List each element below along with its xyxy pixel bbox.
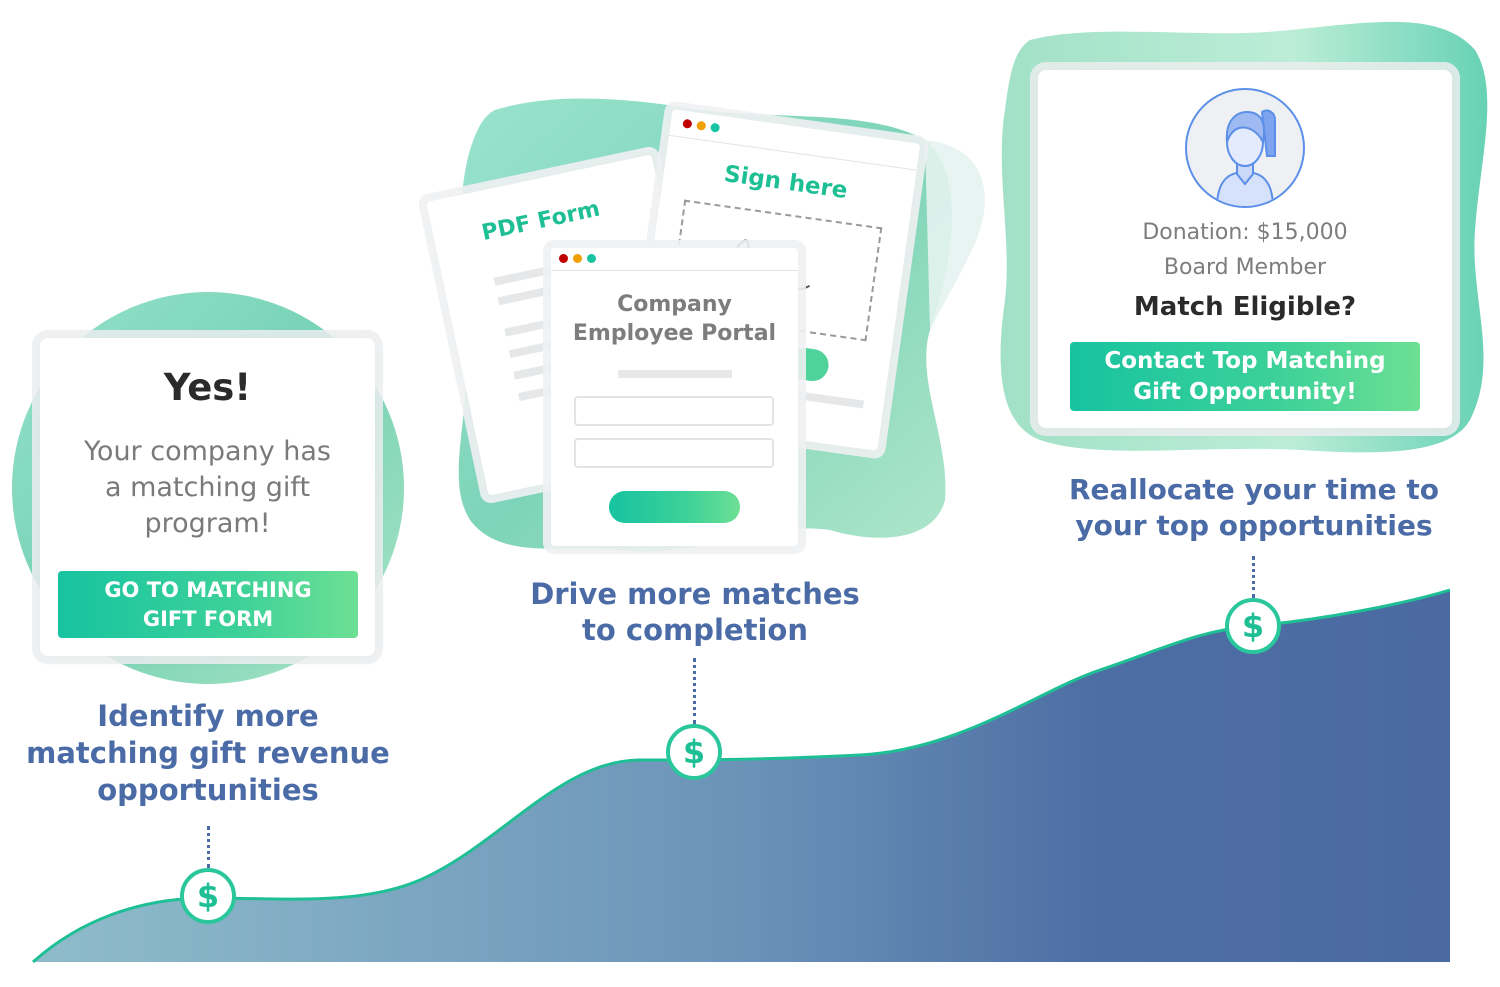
portal-subtitle-bar (618, 370, 732, 378)
portal-title: Company Employee Portal (572, 292, 777, 346)
match-eligible-question: Match Eligible? (1133, 292, 1357, 322)
result-heading: Yes! (163, 366, 252, 409)
password-input[interactable] (574, 438, 774, 468)
window-controls (559, 254, 596, 263)
stage1-caption: Identify more matching gift revenue oppo… (26, 699, 390, 807)
donation-amount: Donation: $15,000 (1142, 220, 1348, 245)
growth-area (33, 590, 1450, 962)
result-message: Your company has a matching gift program… (84, 436, 331, 539)
text-line (793, 390, 865, 409)
pdf-form-title: PDF Form (479, 196, 603, 247)
employee-portal-window: Company Employee Portal (551, 248, 798, 546)
close-dot (682, 118, 693, 129)
dollar-icon: $ (666, 724, 722, 780)
titlebar-divider (669, 134, 917, 171)
titlebar-divider (551, 270, 798, 271)
dollar-icon: $ (1225, 598, 1281, 654)
donor-profile-card: Donation: $15,000 Board Member Match Eli… (1038, 70, 1452, 428)
stage3-caption: Reallocate your time to your top opportu… (1069, 473, 1439, 542)
person-avatar-icon (1185, 88, 1305, 208)
contact-top-opportunity-button[interactable]: Contact Top Matching Gift Opportunity! (1070, 342, 1420, 411)
username-input[interactable] (574, 396, 774, 426)
sign-here-title: Sign here (722, 161, 850, 205)
donor-role: Board Member (1163, 255, 1327, 280)
matching-gift-result-card: Yes! Your company has a matching gift pr… (40, 338, 375, 656)
minimize-dot (696, 120, 707, 131)
stage1-connector (207, 826, 210, 868)
stage3-connector (1252, 556, 1255, 598)
go-to-matching-gift-form-button[interactable]: GO TO MATCHING GIFT FORM (58, 571, 358, 638)
portal-login-button[interactable] (609, 491, 740, 523)
close-dot (559, 254, 568, 263)
dollar-icon: $ (180, 868, 236, 924)
maximize-dot (587, 254, 596, 263)
minimize-dot (573, 254, 582, 263)
window-controls (682, 118, 721, 133)
maximize-dot (710, 122, 721, 133)
stage2-connector (693, 658, 696, 724)
stage2-caption: Drive more matches to completion (530, 577, 860, 647)
